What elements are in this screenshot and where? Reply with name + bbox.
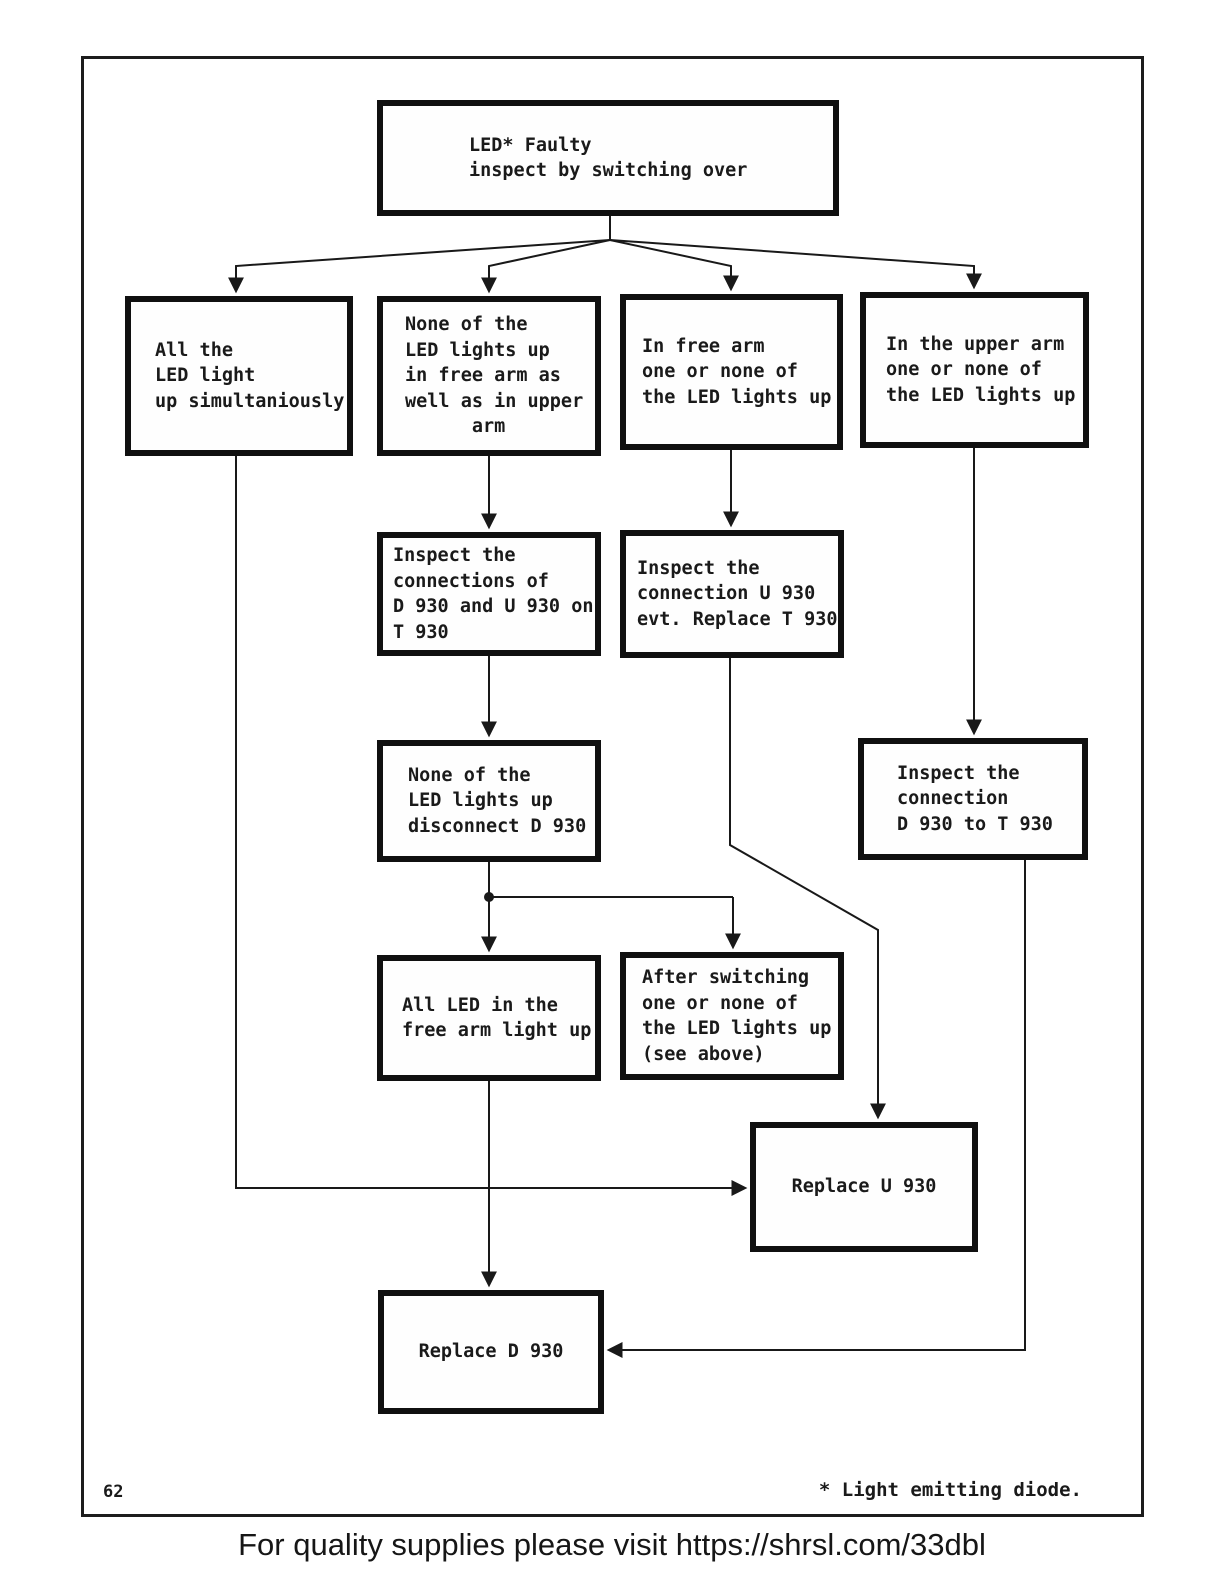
node-label: Replace U 930 bbox=[791, 1176, 937, 1198]
edge-start-to-none-both bbox=[481, 239, 611, 294]
node-label: In the upper arm one or none of the LED … bbox=[886, 333, 1076, 406]
node-replace-u930: Replace U 930 bbox=[750, 1122, 978, 1252]
footnote-led-definition: * Light emitting diode. bbox=[818, 1479, 1082, 1501]
edge-start-to-free-arm bbox=[609, 239, 739, 292]
node-label: In free arm one or none of the LED light… bbox=[642, 335, 832, 408]
node-label: LED* Faulty inspect by switching over bbox=[469, 134, 748, 182]
page-number: 62 bbox=[103, 1482, 124, 1502]
node-after-switching: After switching one or none of the LED l… bbox=[620, 952, 844, 1080]
edge-start-to-upper-arm bbox=[609, 239, 982, 290]
node-label: None of the LED lights up in free arm as… bbox=[405, 314, 584, 438]
edge-all-led-to-replace-u930 bbox=[235, 456, 748, 1196]
node-free-arm-one-or-none: In free arm one or none of the LED light… bbox=[620, 294, 843, 450]
node-inspect-connection-u930: Inspect the connection U 930 evt. Replac… bbox=[620, 530, 844, 658]
edge-start-to-all-led bbox=[228, 239, 611, 294]
node-label: None of the LED lights up disconnect D 9… bbox=[408, 764, 587, 837]
node-label: All LED in the free arm light up bbox=[402, 994, 592, 1042]
node-inspect-connections-t930: Inspect the connections of D 930 and U 9… bbox=[377, 532, 601, 656]
node-none-led-both-arms: None of the LED lights up in free arm as… bbox=[377, 296, 601, 456]
node-upper-arm-one-or-none: In the upper arm one or none of the LED … bbox=[860, 292, 1089, 448]
edge-inspect-d930-to-replace-d930 bbox=[606, 860, 1026, 1358]
edge-inspect-u930-to-replace-u930 bbox=[729, 658, 886, 1120]
page-border bbox=[81, 56, 1144, 1517]
node-label: After switching one or none of the LED l… bbox=[642, 967, 832, 1065]
node-led-faulty: LED* Faulty inspect by switching over bbox=[377, 100, 839, 216]
junction-dot bbox=[484, 892, 494, 902]
node-label: All the LED light up simultaniously bbox=[155, 339, 345, 412]
node-label: Inspect the connection D 930 to T 930 bbox=[897, 762, 1053, 835]
node-all-led-free-arm: All LED in the free arm light up bbox=[377, 955, 601, 1081]
node-inspect-connection-d930-t930: Inspect the connection D 930 to T 930 bbox=[858, 738, 1088, 860]
node-label: Replace D 930 bbox=[418, 1341, 564, 1363]
node-label: Inspect the connection U 930 evt. Replac… bbox=[637, 557, 838, 630]
node-label: Inspect the connections of D 930 and U 9… bbox=[393, 545, 594, 643]
node-none-led-disconnect-d930: None of the LED lights up disconnect D 9… bbox=[377, 740, 601, 862]
node-all-led-simultaneously: All the LED light up simultaniously bbox=[125, 296, 353, 456]
node-replace-d930: Replace D 930 bbox=[378, 1290, 604, 1414]
footer-watermark-text: For quality supplies please visit https:… bbox=[238, 1527, 986, 1562]
